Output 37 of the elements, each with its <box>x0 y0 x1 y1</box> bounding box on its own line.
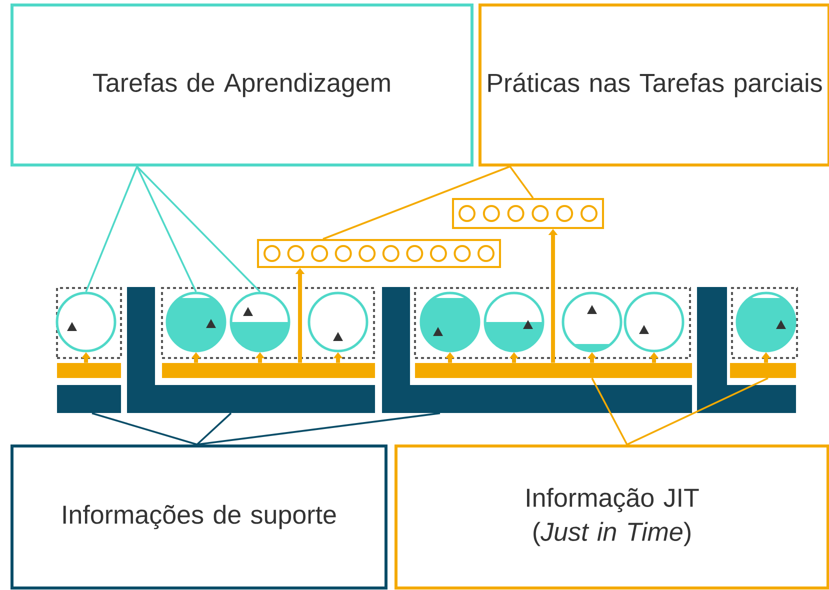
ball-drawing <box>484 292 544 352</box>
leader-line <box>85 166 138 292</box>
ball-drawing <box>562 292 622 352</box>
leader-line <box>591 378 628 445</box>
l-shaped-bar <box>697 287 796 413</box>
dashed-box <box>56 287 122 359</box>
bar <box>57 385 121 413</box>
practice-box <box>257 239 501 268</box>
bar <box>730 363 796 378</box>
practice-box <box>452 198 604 229</box>
ball-drawing <box>420 292 480 352</box>
l-shaped-bar <box>382 287 692 413</box>
leader-line <box>509 166 534 199</box>
bar <box>415 363 692 378</box>
ball-drawing <box>736 292 796 352</box>
ball-drawing <box>166 292 226 352</box>
ball-drawing <box>230 292 290 352</box>
text-box: Informações de suporte <box>10 444 388 590</box>
dashed-box <box>731 287 798 359</box>
ball-drawing <box>56 292 116 352</box>
leader-line <box>92 412 198 446</box>
leader-line <box>322 166 510 240</box>
l-shaped-bar <box>127 287 375 413</box>
text-box: Tarefas de Aprendizagem <box>10 4 474 166</box>
text-box: Informação JIT (Just in Time) <box>394 444 829 590</box>
leader-line <box>196 412 232 446</box>
leader-line <box>196 412 440 446</box>
ball-drawing <box>624 292 684 352</box>
bar <box>162 363 375 378</box>
ball-drawing <box>308 292 368 352</box>
leader-line <box>626 377 768 446</box>
leader-line <box>136 166 197 292</box>
bar <box>57 363 121 378</box>
text-box: Práticas nas Tarefas parciais <box>478 4 829 166</box>
leader-line <box>136 166 261 292</box>
dashed-box <box>414 287 691 359</box>
dashed-box <box>161 287 375 359</box>
